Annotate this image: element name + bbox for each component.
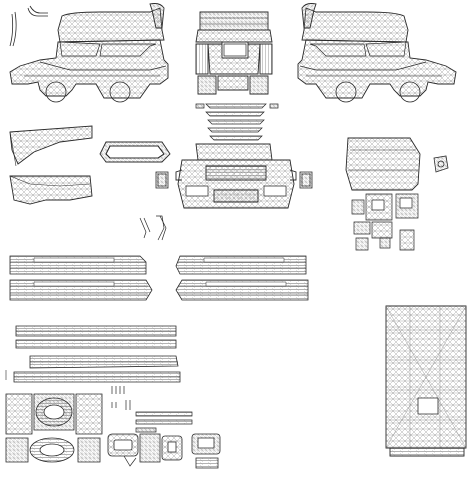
chassis-strip-1 [16, 326, 176, 336]
headlight-bezels [108, 434, 182, 462]
side-skirt-right-lower [176, 280, 308, 300]
fender-panel-right [76, 394, 102, 434]
fog-lamp-housing [192, 434, 220, 468]
fender-panel-left [6, 394, 32, 434]
bolts-row [112, 386, 130, 410]
fairing-panel [10, 126, 92, 166]
cab-side-left [10, 4, 168, 103]
wiper-clips [140, 216, 166, 240]
grille-slats [196, 104, 278, 140]
oval-emblem-panel [34, 394, 74, 430]
mirror-part [434, 156, 448, 172]
mud-flap-row [6, 438, 100, 462]
cab-front-center [196, 12, 272, 94]
clip-part [124, 456, 136, 466]
cargo-box-panel [386, 306, 466, 456]
chassis-strip-2 [16, 340, 176, 348]
cab-side-right [298, 4, 456, 103]
roof-edge-strip-left [10, 6, 48, 46]
side-lamps [156, 172, 312, 188]
chassis-strip-3 [30, 356, 178, 368]
side-skirt-left-upper [10, 256, 146, 274]
small-parts-cluster [352, 194, 418, 250]
front-spoiler [10, 176, 92, 204]
front-bumper [176, 144, 296, 208]
side-skirt-left-lower [10, 280, 152, 300]
side-skirt-right-upper [176, 256, 306, 274]
trim-bars [136, 412, 192, 432]
rear-roof-panel [346, 138, 420, 190]
chassis-strip-4 [14, 372, 180, 382]
sun-visor-frame [100, 142, 170, 162]
